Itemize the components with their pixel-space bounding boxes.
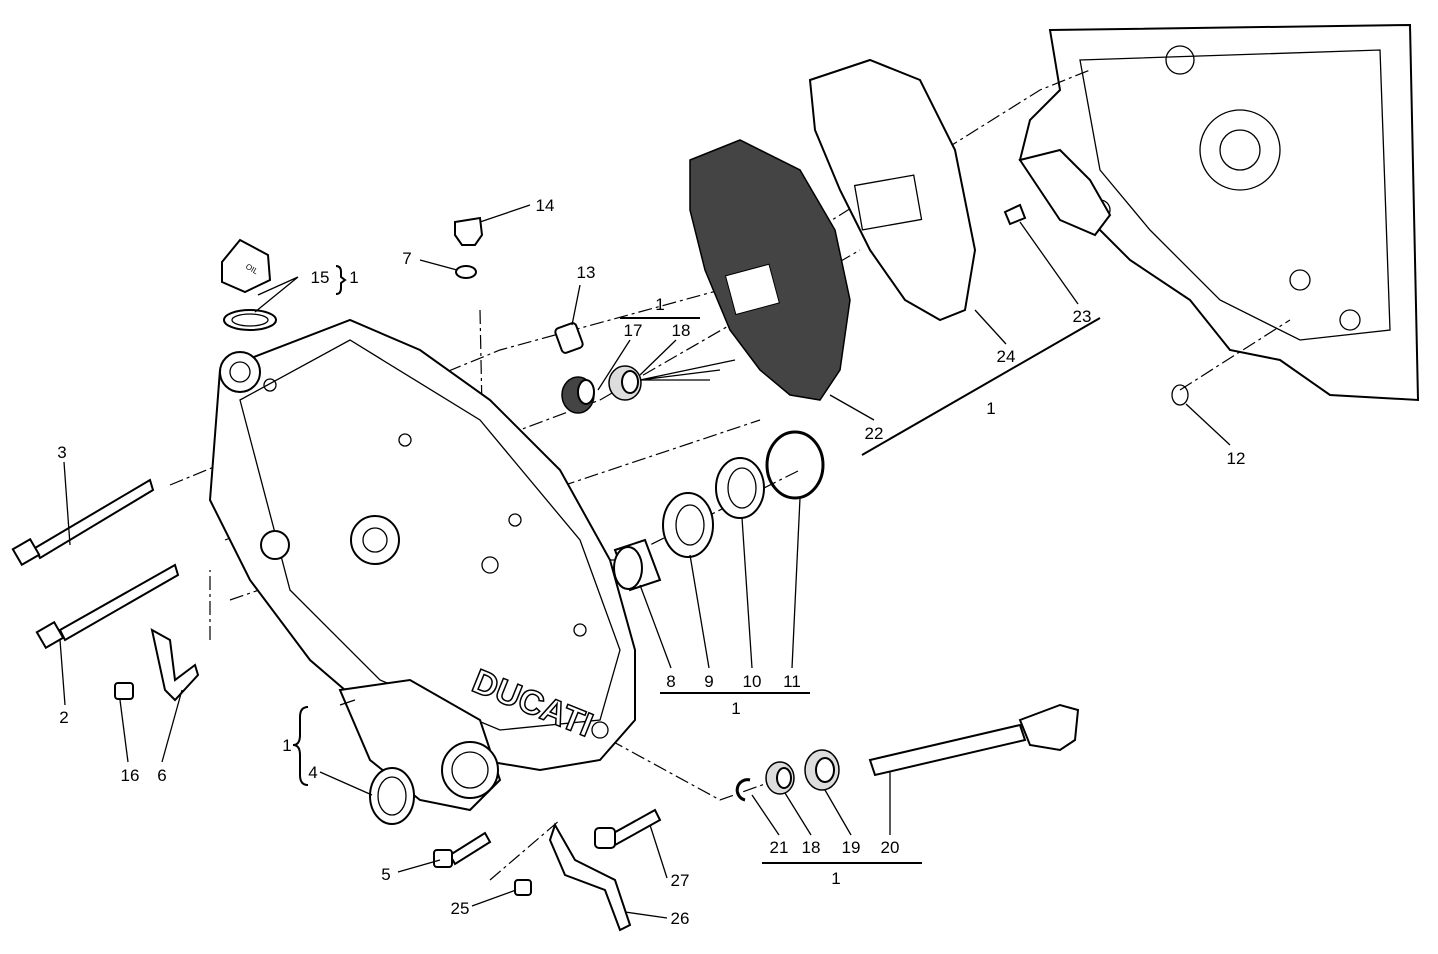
- o-ring: [1171, 384, 1189, 406]
- cable-bracket: [548, 822, 632, 932]
- label-22: 22: [865, 424, 884, 443]
- label-13: 13: [577, 263, 596, 282]
- shim: [715, 457, 765, 519]
- clip: [735, 778, 751, 802]
- label-1-cap: 1: [349, 268, 358, 287]
- label-6: 6: [157, 766, 166, 785]
- label-19: 19: [842, 838, 861, 857]
- label-7: 7: [402, 249, 411, 268]
- label-1-seal: 1: [731, 699, 740, 718]
- washer: [455, 265, 477, 279]
- label-4: 4: [308, 763, 317, 782]
- label-1-cover: 1: [282, 736, 291, 755]
- screw: [114, 682, 134, 700]
- bolt: [594, 808, 662, 849]
- label-11: 11: [783, 672, 801, 691]
- label-23: 23: [1073, 307, 1092, 326]
- label-18a: 18: [672, 321, 691, 340]
- push-rod: [868, 703, 1080, 777]
- label-20: 20: [881, 838, 900, 857]
- label-1-rod: 1: [831, 869, 840, 888]
- label-1-plate: 1: [986, 399, 995, 418]
- group-brackets: [292, 265, 1101, 864]
- label-24: 24: [997, 347, 1016, 366]
- circlip: [765, 430, 825, 500]
- bolt-long: [35, 563, 180, 650]
- label-26: 26: [671, 909, 690, 928]
- bolt: [433, 831, 492, 868]
- part-labels: 14 7 15 1 13 1 17 18 3 2 16 6 1 4 5 25 2…: [57, 196, 1245, 928]
- screw: [514, 879, 532, 896]
- oil-seal: [662, 492, 714, 558]
- clutch-cover: DUCATI: [208, 318, 636, 812]
- label-9: 9: [704, 672, 713, 691]
- label-18b: 18: [802, 838, 821, 857]
- bearing: [608, 365, 642, 401]
- label-2: 2: [59, 708, 68, 727]
- bearing: [765, 761, 795, 795]
- gasket-dark: [689, 139, 851, 401]
- label-1-spring: 1: [655, 295, 664, 314]
- label-21: 21: [770, 838, 789, 857]
- crankcase: [1018, 23, 1420, 402]
- oil-cap: OIL: [221, 238, 277, 331]
- label-12: 12: [1227, 449, 1246, 468]
- leader-lines: [59, 204, 1231, 919]
- label-3: 3: [57, 443, 66, 462]
- label-25: 25: [451, 899, 470, 918]
- screw: [1003, 203, 1027, 226]
- label-27: 27: [671, 871, 690, 890]
- plug: [454, 216, 484, 246]
- label-14: 14: [536, 196, 555, 215]
- plate: [808, 58, 977, 322]
- label-10: 10: [743, 672, 762, 691]
- label-17: 17: [624, 321, 643, 340]
- label-5: 5: [381, 865, 390, 884]
- bushing: [613, 538, 662, 592]
- bolt-long: [11, 478, 155, 567]
- spring: [561, 376, 595, 414]
- label-8: 8: [666, 672, 675, 691]
- bracket: [150, 628, 200, 702]
- label-16: 16: [121, 766, 140, 785]
- seal: [804, 749, 840, 791]
- bushing: [554, 322, 584, 354]
- seal: [369, 767, 415, 825]
- label-15: 15: [311, 268, 330, 287]
